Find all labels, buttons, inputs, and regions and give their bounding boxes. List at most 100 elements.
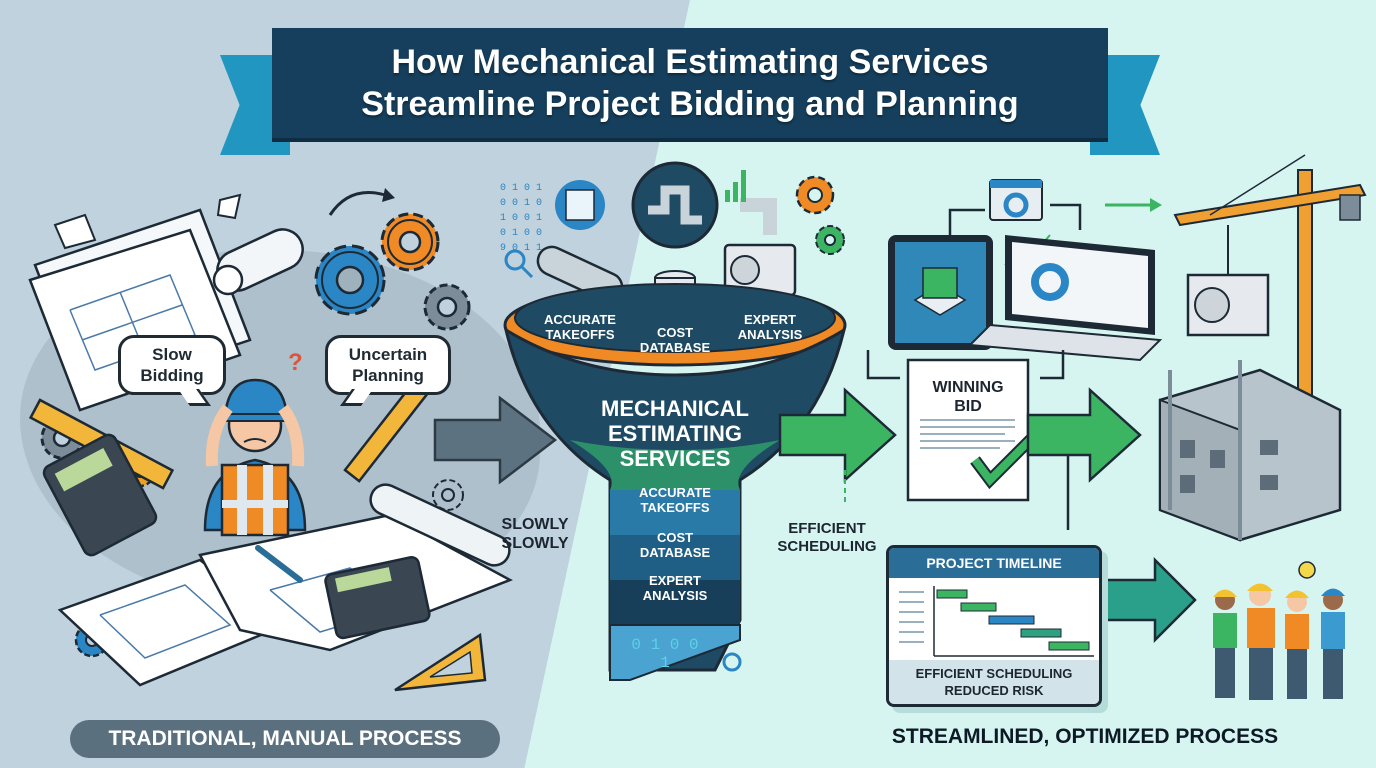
spreadsheet-icon [555, 180, 605, 230]
efficient-text: EFFICIENT [788, 520, 866, 537]
teal-arrow [1098, 556, 1197, 644]
calculator-icon [324, 556, 431, 640]
svg-text:1 0 0 1: 1 0 0 1 [500, 213, 542, 224]
funnel-band [610, 535, 740, 580]
bubble-text: Uncertain [348, 345, 428, 364]
title-line-1: How Mechanical Estimating Services [391, 43, 989, 81]
funnel-band [610, 490, 740, 535]
magnifier-icon [504, 249, 534, 279]
bid-text: WINNING [932, 379, 1004, 396]
rim-label-text: ACCURATE [544, 312, 616, 327]
rim-label-text: TAKEOFFS [545, 327, 615, 342]
streamlined-process-illustration [778, 154, 1367, 700]
flow-arrow [1050, 203, 1082, 230]
gantt-bar [988, 615, 1035, 625]
dashboard-window-icon [989, 179, 1043, 221]
band-text: DATABASE [639, 545, 711, 560]
efficient-text: SCHEDULING [777, 538, 877, 555]
curved-arrow-icon [328, 191, 386, 216]
gantt-bar [960, 602, 997, 612]
arrowhead-icon [1150, 198, 1162, 212]
funnel-main-text: SERVICES [619, 446, 731, 471]
speech-bubble-slow-bidding: Slow Bidding [118, 335, 226, 395]
bubble-text: Planning [352, 366, 424, 385]
bar-chart-icon [725, 170, 746, 202]
funnel-band-analysis: EXPERT ANALYSIS [610, 573, 740, 603]
band-text: COST [656, 530, 694, 545]
svg-text:9 0 1 1: 9 0 1 1 [500, 243, 542, 254]
gantt-bar [1048, 641, 1090, 651]
funnel-band-database: COST DATABASE [610, 530, 740, 560]
slowly-text: SLOWLY [501, 535, 569, 552]
gantt-bar [1020, 628, 1062, 638]
green-arrow [1026, 387, 1142, 483]
green-arrow [778, 387, 897, 483]
happy-team-icon [1213, 561, 1345, 700]
pipe-elbow-icon [740, 198, 777, 235]
svg-text:0 0 1 0: 0 0 1 0 [500, 198, 542, 209]
traditional-process-label: TRADITIONAL, MANUAL PROCESS [70, 720, 500, 758]
gantt-chart-icon [899, 586, 1094, 657]
binary-stream: 0 1 0 0 1 [631, 636, 699, 672]
speech-bubble-uncertain-planning: Uncertain Planning [325, 335, 451, 395]
paper-scrap-icon [53, 213, 97, 250]
funnel-main-text: MECHANICAL [601, 396, 749, 421]
gear-icon-orange [380, 212, 440, 272]
flow-arrow [866, 350, 900, 380]
winning-bid-label: WINNING BID [910, 378, 1026, 416]
flow-arrow [948, 208, 985, 235]
arrowhead-icon [382, 188, 395, 202]
rim-label-text: EXPERT [743, 312, 796, 327]
title-banner: How Mechanical Estimating Services Strea… [200, 20, 1180, 170]
winning-bid-document-icon [906, 358, 1040, 502]
hvac-unit-icon [1186, 273, 1270, 337]
triangle-ruler-icon [394, 632, 487, 692]
funnel-band-takeoffs: ACCURATE TAKEOFFS [610, 485, 740, 515]
svg-text:0 1 0 1: 0 1 0 1 [500, 183, 542, 194]
banner-panel: How Mechanical Estimating Services Strea… [272, 28, 1108, 138]
pencil-icon [255, 545, 303, 583]
rim-label-text: DATABASE [639, 340, 711, 355]
rim-label-database: COST DATABASE [625, 325, 725, 355]
calculator-icon [42, 433, 158, 557]
funnel-band [610, 580, 740, 625]
timeline-foot-text: EFFICIENT SCHEDULING [915, 666, 1073, 681]
band-text: TAKEOFFS [640, 500, 710, 515]
stressed-worker-icon [203, 378, 307, 537]
gear-icon-orange [795, 175, 835, 215]
smiley-icon [1298, 561, 1316, 579]
paper-roll-icon [212, 228, 304, 296]
gear-icon-blue [314, 244, 386, 316]
title-line-2: Streamline Project Bidding and Planning [361, 85, 1019, 123]
bid-text: BID [954, 398, 982, 415]
timeline-title: PROJECT TIMELINE [889, 548, 1099, 578]
flow-arrow [1040, 350, 1065, 380]
rim-label-takeoffs: ACCURATE TAKEOFFS [530, 312, 630, 342]
band-text: ACCURATE [639, 485, 711, 500]
bubble-text: Bidding [140, 366, 204, 385]
slowly-label: SLOWLY SLOWLY [490, 515, 580, 553]
band-text: ANALYSIS [642, 588, 708, 603]
timeline-footer: EFFICIENT SCHEDULING REDUCED RISK [889, 660, 1099, 704]
rim-label-text: ANALYSIS [737, 327, 803, 342]
svg-text:0 1 0 0: 0 1 0 0 [500, 228, 542, 239]
timeline-foot-text: REDUCED RISK [944, 683, 1044, 698]
gray-arrow [433, 395, 558, 485]
gantt-bar [936, 589, 968, 599]
gear-icon-green [815, 225, 845, 255]
rim-label-analysis: EXPERT ANALYSIS [720, 312, 820, 342]
funnel-illustration: 0 1 0 1 0 0 1 0 1 0 0 1 0 1 0 0 9 0 1 1 [500, 161, 847, 681]
slowly-text: SLOWLY [501, 516, 569, 533]
streamlined-process-label: STREAMLINED, OPTIMIZED PROCESS [891, 725, 1279, 748]
output-dot-icon [722, 652, 742, 672]
tablet-3d-model-icon [888, 235, 993, 350]
project-timeline-card: PROJECT TIMELINE EFFICIENT SCHEDULING RE… [886, 545, 1102, 707]
building-construction-icon [1158, 360, 1342, 542]
laptop-analytics-icon [967, 235, 1163, 362]
band-text: EXPERT [648, 573, 701, 588]
rim-label-text: COST [656, 325, 694, 340]
gear-outline-icon [432, 479, 464, 511]
funnel-main-text: ESTIMATING [607, 421, 743, 446]
pipes-badge-icon [631, 161, 719, 249]
binary-code-icon: 0 1 0 1 0 0 1 0 1 0 0 1 0 1 0 0 9 0 1 1 [500, 183, 542, 254]
